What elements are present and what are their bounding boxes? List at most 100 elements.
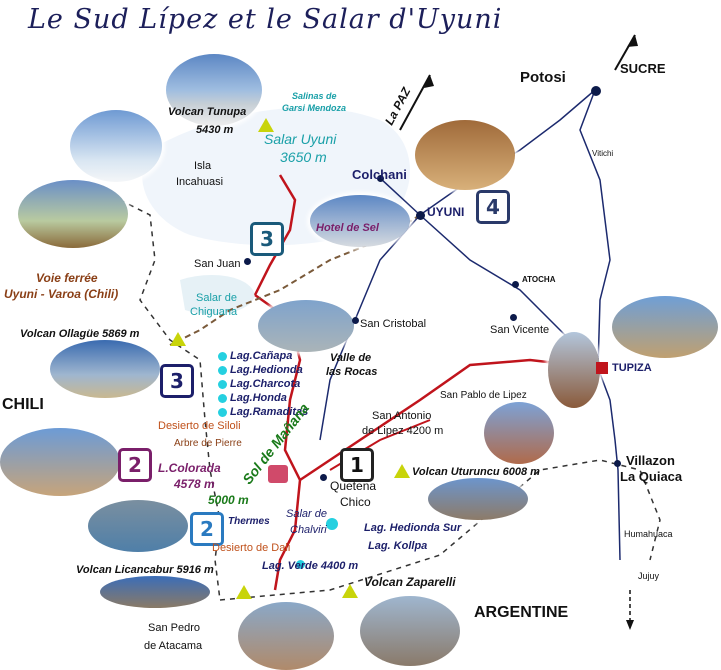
map-title: Le Sud Lípez et le Salar d'Uyuni — [28, 4, 503, 35]
label-desierto-dali: Desierto de Dali — [212, 542, 291, 554]
label-potosi: Potosi — [520, 69, 566, 86]
label-lag-verde: Lag. Verde 4400 m — [262, 560, 359, 572]
label-uyuni: UYUNI — [427, 205, 465, 219]
label-lag-charcota: Lag.Charcota — [230, 378, 301, 390]
label-desierto-siloli: Desierto de Siloli — [158, 420, 241, 432]
town-dot-villazon — [614, 460, 621, 467]
red-route-north — [253, 174, 297, 296]
photo-tupiza-llama — [548, 332, 600, 408]
photo-hotel-de-sel — [310, 195, 410, 247]
label-volcan-tunupa: Volcan Tunupa — [168, 106, 247, 118]
label-volcan-ollague: Volcan Ollagüe 5869 m — [20, 328, 140, 340]
argentina-border — [219, 459, 661, 601]
photo-thermes — [88, 500, 188, 552]
label-san-juan: San Juan — [194, 258, 241, 270]
label-isla-2: Incahuasi — [176, 176, 224, 188]
photo-tupiza-jeep — [612, 296, 718, 358]
arrow-la-paz — [399, 74, 431, 131]
lagoon-dot-canapa — [218, 352, 227, 361]
town-dot-san-cristobal — [352, 317, 359, 324]
label-vitichi: Vitichi — [592, 149, 614, 158]
label-colchani: Colchani — [352, 167, 407, 182]
photo-volcan-licancabur — [100, 576, 210, 608]
volcano-marker-tunupa — [258, 118, 274, 132]
red-route-east — [299, 358, 601, 482]
town-dot-quetena — [320, 474, 327, 481]
town-dot-colchani — [377, 175, 384, 182]
label-volcan-zaparelli: Volcan Zaparelli — [364, 575, 456, 589]
photo-jeep-south — [360, 596, 460, 666]
label-san-pedro-2: de Atacama — [144, 640, 203, 652]
label-san-antonio-alt: de Lipez 4200 m — [362, 425, 444, 437]
label-atocha: ATOCHA — [522, 275, 556, 284]
label-san-pedro: San Pedro — [148, 622, 200, 634]
blue-road-tupiza-villazon — [597, 367, 621, 561]
laguna-colorada-marker — [268, 465, 288, 483]
photo-cactus-island — [18, 180, 128, 248]
label-lag-honda: Lag.Honda — [230, 392, 287, 404]
badge-day-3-lagunas: 3 — [160, 364, 194, 398]
town-dot-atocha — [512, 281, 519, 288]
label-san-pablo: San Pablo de Lipez — [440, 390, 527, 401]
label-san-antonio: San Antonio — [372, 410, 432, 422]
volcano-marker-uturuncu — [394, 464, 410, 478]
label-lag-kollpa: Lag. Kollpa — [368, 540, 428, 552]
label-salinas-2: Garsi Mendoza — [282, 103, 347, 113]
photo-colchani-market — [415, 120, 515, 190]
photo-uturuncu — [428, 478, 528, 520]
label-sucre: SUCRE — [620, 61, 666, 76]
label-argentine: ARGENTINE — [474, 604, 569, 621]
volcano-marker-zaparelli — [342, 584, 358, 598]
photo-san-pablo-church — [484, 402, 554, 464]
label-lag-hedionda-sur: Lag. Hedionda Sur — [364, 522, 462, 534]
lagoon-dot-charcota — [218, 380, 227, 389]
label-salar-chiguana: Salar de — [196, 292, 237, 304]
label-lag-ramaditas: Lag.Ramaditas — [230, 406, 309, 418]
label-salinas: Salinas de — [292, 91, 337, 101]
label-arbre-de-pierre: Arbre de Pierre — [174, 438, 242, 449]
salar-chalviri-dot — [326, 518, 338, 530]
photo-group-colorada — [0, 428, 120, 496]
label-thermes: Thermes — [228, 516, 270, 527]
label-salar-uyuni: Salar Uyuni — [264, 131, 337, 147]
label-laguna-colorada: L.Colorada — [158, 461, 221, 475]
label-volcan-licancabur: Volcan Licancabur 5916 m — [76, 564, 214, 576]
label-valle: Valle de — [330, 352, 372, 364]
lagoon-dot-verde — [296, 560, 305, 569]
label-colorada-alt: 4578 m — [174, 477, 215, 491]
label-hotel-de-sel: Hotel de Sel — [316, 222, 379, 234]
lagoon-dot-ramaditas — [218, 408, 227, 417]
label-la-quiaca: La Quiaca — [620, 469, 683, 484]
label-salar-uyuni-alt: 3650 m — [280, 149, 327, 165]
label-chili: CHILI — [2, 396, 44, 413]
photo-salt-flat-jump — [70, 110, 162, 182]
label-villazon: Villazon — [626, 453, 675, 468]
photo-san-pedro — [238, 602, 334, 670]
town-marker-tupiza — [596, 362, 608, 374]
badge-day-3-san-juan: 3 — [250, 222, 284, 256]
lagoon-dot-honda — [218, 394, 227, 403]
label-voie-ferree-2: Uyuni - Varoa (Chili) — [4, 287, 119, 301]
blue-road-uyuni-potosi — [419, 89, 596, 216]
label-voie-ferree: Voie ferrée — [36, 271, 98, 285]
town-dot-san-vicente — [510, 314, 517, 321]
badge-day-4-uyuni: 4 — [476, 190, 510, 224]
label-quetena-2: Chico — [340, 495, 371, 509]
badge-day-2-colorada: 2 — [118, 448, 152, 482]
photo-volcan-tunupa — [166, 54, 262, 126]
photo-chiguana-jeep — [258, 300, 354, 352]
town-dot-uyuni — [416, 211, 425, 220]
label-volcan-uturuncu: Volcan Uturuncu 6008 m — [412, 466, 540, 478]
blue-road-colchani — [379, 177, 421, 216]
salar-chiguana-area — [180, 275, 255, 315]
badge-day-2-verde: 2 — [190, 512, 224, 546]
label-lag-hedionda: Lag.Hedionda — [230, 364, 303, 376]
label-tunupa-alt: 5430 m — [196, 124, 234, 136]
label-san-cristobal: San Cristobal — [360, 318, 427, 330]
blue-road-potosi-tupiza — [579, 89, 611, 369]
label-jujuy: Jujuy — [638, 571, 660, 581]
label-salar-chiguana-2: Chiguana — [190, 306, 238, 318]
label-alt-5000: 5000 m — [208, 493, 249, 507]
label-salar-chalviri-2: Chalviri — [290, 524, 327, 536]
photo-volcan-ollague — [50, 340, 160, 398]
